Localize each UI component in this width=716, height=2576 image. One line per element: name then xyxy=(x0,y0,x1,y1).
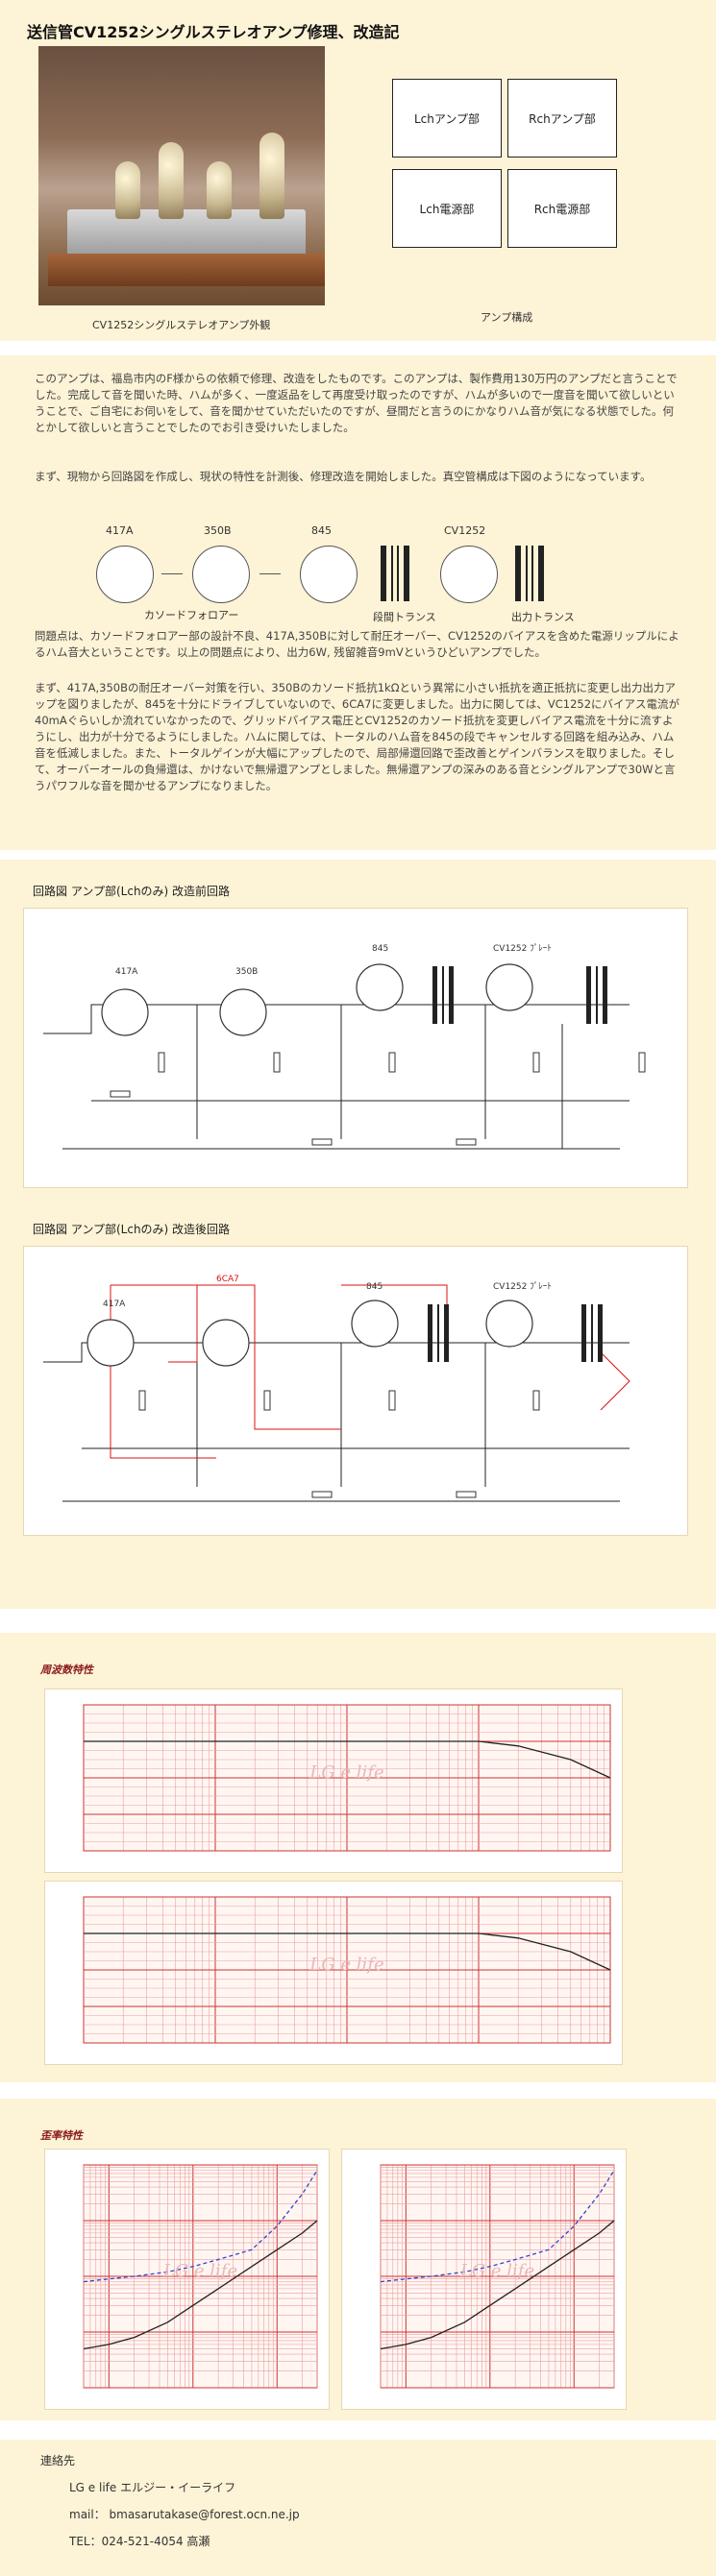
circuit-before-tube-label-417a: 417A xyxy=(115,967,138,977)
structure-caption: アンプ構成 xyxy=(481,311,533,324)
tube-label-350b: 350B xyxy=(204,524,232,537)
circuit-after-tube-label-845: 845 xyxy=(366,1282,383,1292)
interstage-transformer-icon xyxy=(381,546,409,601)
tube-label-cv1252: CV1252 xyxy=(444,524,486,537)
series-line xyxy=(84,1932,611,1971)
page-title: 送信管CV1252シングルステレオアンプ修理、改造記 xyxy=(27,23,400,41)
distortion-title: 歪率特性 xyxy=(40,2129,83,2142)
chart-watermark: LG e life xyxy=(162,2261,237,2281)
distortion-band: 歪率特性 LG e life LG e life xyxy=(0,2099,716,2420)
circuit-after-tube-label-cv1252: CV1252 ﾌﾟﾚｰﾄ xyxy=(493,1281,552,1292)
lch-amp-box: Lchアンプ部 xyxy=(392,79,502,158)
rch-amp-box: Rchアンプ部 xyxy=(507,79,617,158)
lch-power-box: Lch電源部 xyxy=(392,169,502,248)
series-line xyxy=(380,2220,615,2350)
tube-label-845: 845 xyxy=(311,524,332,537)
circuit-after-tube-label-417a: 417A xyxy=(103,1300,126,1309)
circuit-after-title: 回路図 アンプ部(Lchのみ) 改造後回路 xyxy=(33,1223,231,1236)
fix-paragraph: まず、417A,350Bの耐圧オーバー対策を行い、350Bのカソード抵抗1kΩと… xyxy=(35,681,680,792)
series-line xyxy=(83,2170,318,2283)
intro-paragraph: このアンプは、福島市内のF様からの依頼で修理、改造をしたものです。このアンプは、… xyxy=(35,372,678,434)
photo-tube xyxy=(207,161,232,219)
chart-watermark: LG e life xyxy=(309,1762,383,1783)
distortion-chart-2: LG e life xyxy=(341,2149,627,2410)
tube-node-350b xyxy=(192,546,250,603)
tube-label-417a: 417A xyxy=(106,524,134,537)
contact-heading: 連絡先 xyxy=(40,2454,76,2467)
chart-watermark: LG e life xyxy=(459,2261,534,2281)
photo-base xyxy=(48,254,325,286)
output-transformer-icon xyxy=(515,546,544,601)
header-band: 送信管CV1252シングルステレオアンプ修理、改造記 CV1252シングルステレ… xyxy=(0,0,716,341)
series-line xyxy=(380,2170,615,2283)
contact-mail[interactable]: mail： bmasarutakase@forest.ocn.ne.jp xyxy=(69,2508,300,2521)
photo-caption: CV1252シングルステレオアンプ外観 xyxy=(92,319,271,331)
circuit-band: 回路図 アンプ部(Lchのみ) 改造前回路 xyxy=(0,860,716,1609)
circuit-before-title: 回路図 アンプ部(Lchのみ) 改造前回路 xyxy=(33,885,231,898)
amplifier-photo xyxy=(38,46,325,305)
photo-tube xyxy=(159,142,184,219)
circuit-after-diagram: 417A 6CA7 845 CV1252 ﾌﾟﾚｰﾄ xyxy=(23,1246,688,1536)
distortion-chart-1: LG e life xyxy=(44,2149,330,2410)
freq-response-title: 周波数特性 xyxy=(40,1664,93,1676)
freq-response-chart-2: LG e life xyxy=(44,1881,623,2065)
tube-node-417a xyxy=(96,546,154,603)
photo-tube xyxy=(115,161,140,219)
photo-tube xyxy=(259,133,284,219)
rch-power-box: Rch電源部 xyxy=(507,169,617,248)
series-line xyxy=(83,2220,318,2350)
circuit-after-tube-label-6ca7: 6CA7 xyxy=(216,1275,239,1284)
cathode-follower-label: カソードフォロアー xyxy=(144,609,239,621)
chart-watermark: LG e life xyxy=(309,1955,383,1975)
contact-company: LG e life エルジー・イーライフ xyxy=(69,2481,236,2494)
connector-dash xyxy=(161,573,183,574)
tube-node-cv1252 xyxy=(440,546,498,603)
circuit-before-tube-label-cv1252: CV1252 ﾌﾟﾚｰﾄ xyxy=(493,943,552,954)
circuit-before-diagram: 417A 350B 845 CV1252 ﾌﾟﾚｰﾄ xyxy=(23,908,688,1188)
circuit-before-tube-label-845: 845 xyxy=(372,944,388,954)
problem-paragraph: 問題点は、カソードフォロアー部の設計不良、417A,350Bに対して耐圧オーバー… xyxy=(35,629,679,659)
description-band: このアンプは、福島市内のF様からの依頼で修理、改造をしたものです。このアンプは、… xyxy=(0,355,716,850)
interstage-label: 段間トランス xyxy=(373,611,436,623)
output-trans-label: 出力トランス xyxy=(511,611,575,623)
freq-band: 周波数特性 LG e life LG e life xyxy=(0,1633,716,2082)
series-line xyxy=(84,1740,611,1779)
circuit-before-tube-label-350b: 350B xyxy=(235,967,258,977)
tube-node-845 xyxy=(300,546,358,603)
contact-tel: TEL：024-521-4054 高瀬 xyxy=(69,2535,210,2548)
contact-band: 連絡先 LG e life エルジー・イーライフ mail： bmasaruta… xyxy=(0,2440,716,2576)
intro-paragraph-2: まず、現物から回路図を作成し、現状の特性を計測後、修理改造を開始しました。真空管… xyxy=(35,470,652,483)
freq-response-chart-1: LG e life xyxy=(44,1689,623,1873)
connector-dash xyxy=(259,573,281,574)
